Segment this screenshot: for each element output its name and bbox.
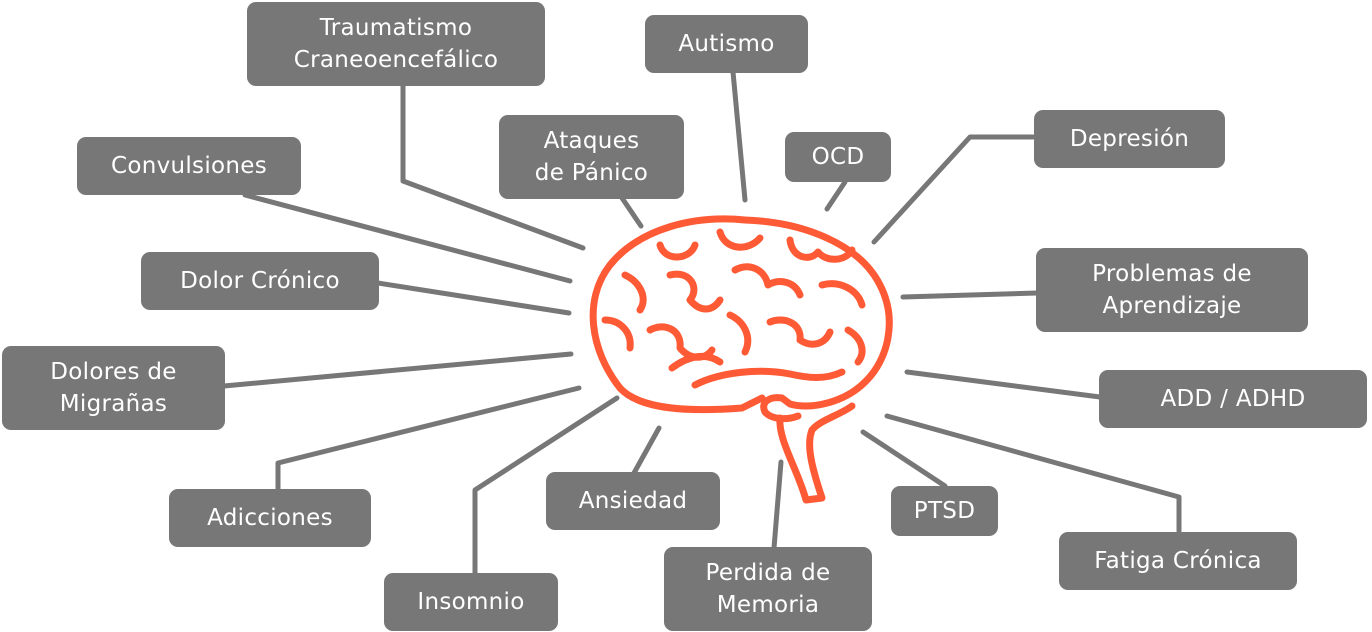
label-dolor-cronico: Dolor Crónico bbox=[141, 252, 379, 310]
connector-ataques bbox=[619, 195, 644, 229]
label-ataques-de-panico: Ataques de Pánico bbox=[499, 115, 684, 199]
label-convulsiones: Convulsiones bbox=[77, 137, 301, 195]
label-adicciones: Adicciones bbox=[169, 489, 371, 547]
connector-fatiga bbox=[884, 413, 1182, 534]
brain-icon bbox=[589, 215, 893, 504]
connector-ptsd bbox=[860, 429, 948, 489]
connector-autismo bbox=[730, 69, 748, 203]
connector-convulsiones bbox=[242, 192, 573, 284]
connectors bbox=[221, 69, 1182, 577]
connector-migranas bbox=[221, 351, 574, 389]
connector-insomnio bbox=[472, 395, 620, 577]
label-insomnio: Insomnio bbox=[384, 573, 558, 631]
connector-problemas bbox=[900, 290, 1040, 300]
label-perdida-memoria: Perdida de Memoria bbox=[664, 547, 872, 631]
label-depresion: Depresión bbox=[1034, 110, 1225, 168]
label-ocd: OCD bbox=[785, 132, 891, 182]
label-problemas-aprendizaje: Problemas de Aprendizaje bbox=[1036, 248, 1308, 332]
connector-depresion bbox=[871, 134, 1036, 245]
connector-memoria bbox=[771, 459, 784, 551]
label-fatiga-cronica: Fatiga Crónica bbox=[1059, 532, 1297, 590]
connector-ansiedad bbox=[631, 425, 662, 476]
connector-adicciones bbox=[275, 385, 582, 493]
label-traumatismo: Traumatismo Craneoencefálico bbox=[247, 2, 545, 86]
label-ptsd: PTSD bbox=[891, 486, 998, 536]
label-ansiedad: Ansiedad bbox=[546, 472, 720, 530]
connector-dolor-cronico bbox=[375, 280, 572, 316]
connector-ocd bbox=[824, 179, 848, 212]
label-autismo: Autismo bbox=[645, 15, 808, 73]
connector-add bbox=[904, 369, 1103, 400]
label-migranas: Dolores de Migrañas bbox=[2, 346, 225, 430]
connector-traumatismo bbox=[400, 83, 586, 251]
label-add-adhd: ADD / ADHD bbox=[1099, 370, 1367, 428]
